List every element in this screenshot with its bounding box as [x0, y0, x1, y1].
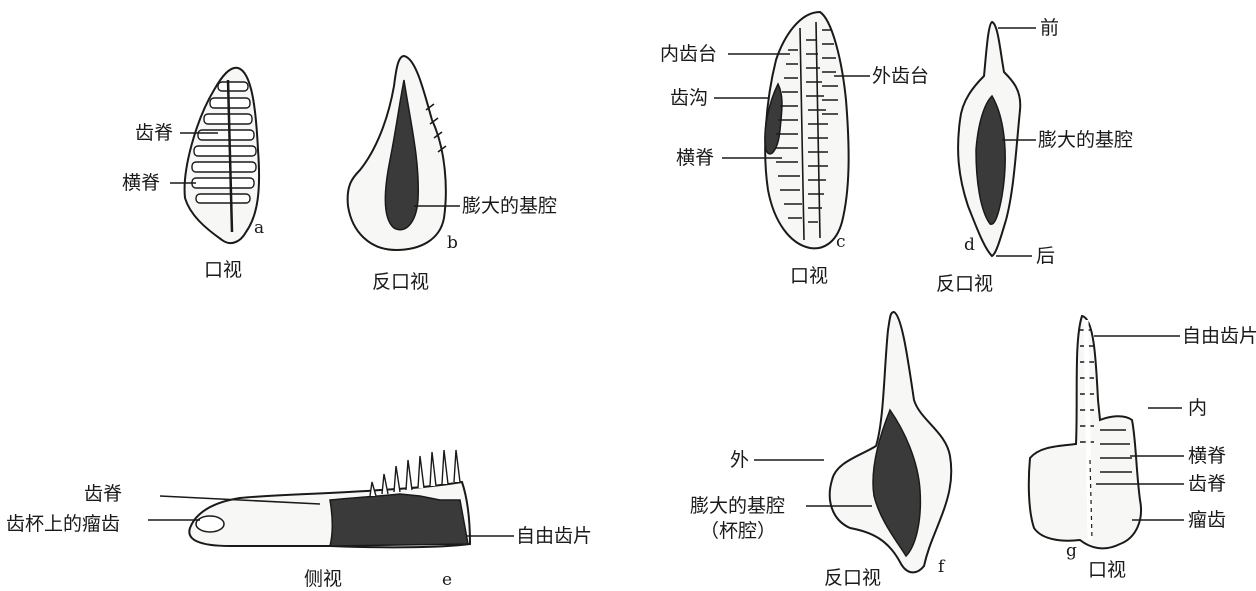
- specimen-e-label-nodes-on-cup: 齿杯上的瘤齿: [6, 513, 120, 535]
- specimen-b: 膨大的基腔 b 反口视: [348, 56, 557, 293]
- specimen-b-letter: b: [447, 233, 458, 253]
- specimen-e-label-tooth-ridge: 齿脊: [84, 483, 122, 505]
- specimen-g-label-nodes: 瘤齿: [1188, 509, 1226, 531]
- specimen-a-label-transverse-ridge: 横脊: [122, 172, 160, 194]
- specimen-f-label-basal-cavity: 膨大的基腔: [690, 495, 785, 517]
- specimen-g-label-free-blade: 自由齿片: [1182, 325, 1256, 347]
- specimen-c-label-outer-platform: 外齿台: [872, 65, 929, 87]
- specimen-g: 自由齿片 内 横脊 齿脊 瘤齿 g 口视: [1029, 316, 1256, 581]
- specimen-e-label-free-blade: 自由齿片: [516, 525, 592, 547]
- specimen-a-label-tooth-ridge: 齿脊: [135, 122, 173, 144]
- specimen-a: 齿脊 横脊 a 口视: [122, 68, 264, 281]
- specimen-e-caption: 侧视: [304, 568, 342, 590]
- specimen-c-letter: c: [836, 232, 846, 252]
- specimen-e-letter: e: [442, 570, 452, 590]
- specimen-c: 内齿台 外齿台 齿沟 横脊 c 口视: [660, 12, 929, 287]
- specimen-b-caption: 反口视: [372, 271, 429, 293]
- specimen-f-label-outer: 外: [730, 449, 749, 471]
- specimen-c-label-groove: 齿沟: [670, 87, 708, 109]
- specimen-f-label-cup-cavity: （杯腔）: [700, 520, 776, 542]
- specimen-c-label-inner-platform: 内齿台: [660, 43, 717, 65]
- specimen-f-letter: f: [938, 557, 946, 577]
- specimen-g-label-tooth-ridge: 齿脊: [1188, 473, 1226, 495]
- specimen-g-letter: g: [1066, 541, 1077, 561]
- specimen-d-label-anterior: 前: [1040, 17, 1059, 39]
- specimen-f: 外 膨大的基腔 （杯腔） f 反口视: [690, 312, 951, 589]
- specimen-d: 前 膨大的基腔 后 d 反口视: [936, 17, 1133, 295]
- specimen-g-label-inner: 内: [1188, 397, 1207, 419]
- specimen-d-letter: d: [964, 235, 975, 255]
- specimen-f-caption: 反口视: [824, 567, 881, 589]
- specimen-c-label-transverse-ridge: 横脊: [676, 147, 714, 169]
- specimen-g-caption: 口视: [1088, 559, 1126, 581]
- specimen-g-label-transverse-ridge: 横脊: [1188, 445, 1226, 467]
- specimen-d-label-posterior: 后: [1036, 245, 1055, 267]
- specimen-a-letter: a: [254, 218, 264, 238]
- specimen-a-caption: 口视: [204, 259, 242, 281]
- specimen-d-caption: 反口视: [936, 273, 993, 295]
- specimen-c-caption: 口视: [790, 265, 828, 287]
- specimen-e: 齿脊 齿杯上的瘤齿 自由齿片 e 侧视: [6, 450, 592, 590]
- specimen-e-cup-dark: [330, 494, 468, 546]
- specimen-b-label-basal-cavity: 膨大的基腔: [462, 195, 557, 217]
- specimen-d-label-basal-cavity: 膨大的基腔: [1038, 129, 1133, 151]
